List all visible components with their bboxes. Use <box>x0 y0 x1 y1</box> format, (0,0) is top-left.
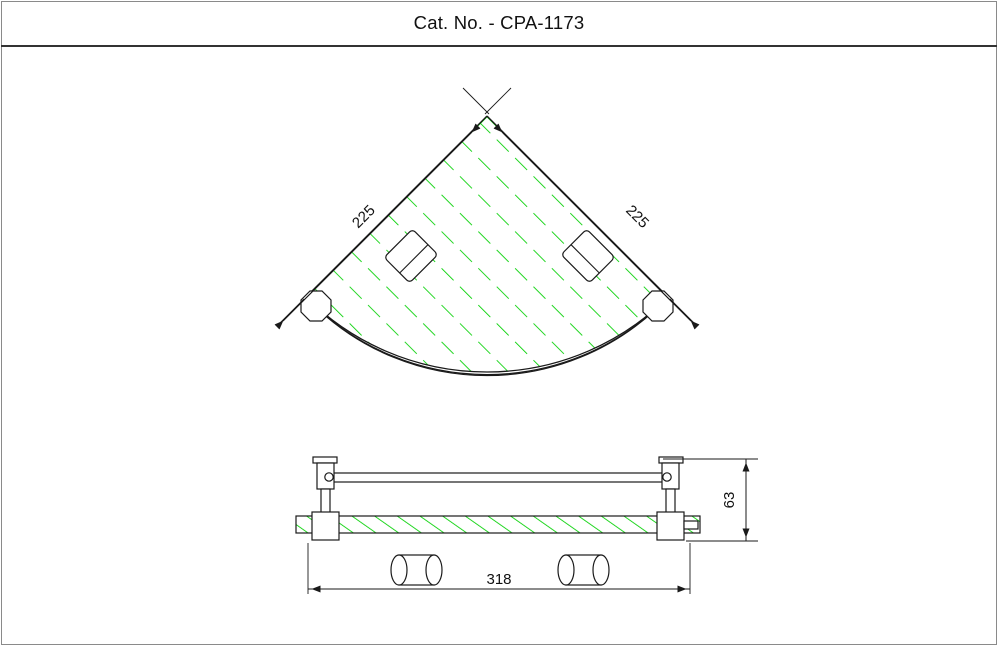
dim-label-right-225: 225 <box>622 202 652 232</box>
front-rail-arc <box>314 305 660 377</box>
cylinder-bracket-right <box>557 554 610 586</box>
corner-post-right <box>642 290 674 322</box>
glass-outline-plan <box>305 115 669 373</box>
dim-label-height-63: 63 <box>721 492 738 509</box>
glass-slab-elevation <box>295 515 701 534</box>
plan-view: 225 225 <box>274 87 700 377</box>
dim-label-width-318: 318 <box>486 571 511 588</box>
bracket-clip-right <box>562 230 614 282</box>
drawing-canvas: 225 225 <box>0 48 1000 646</box>
corner-post-left <box>300 290 332 322</box>
top-rail <box>329 472 671 483</box>
post-left <box>311 456 340 541</box>
dimension-width-318: 318 <box>307 543 691 594</box>
post-right <box>656 456 699 541</box>
dim-label-left-225: 225 <box>349 202 379 232</box>
front-elevation-view: 318 63 <box>295 456 758 594</box>
bracket-clip-left <box>385 230 437 282</box>
cylinder-bracket-left <box>390 554 443 586</box>
page-title: Cat. No. - CPA-1173 <box>413 12 585 33</box>
dimension-height-63: 63 <box>663 458 758 542</box>
title-block: Cat. No. - CPA-1173 <box>1 1 997 47</box>
